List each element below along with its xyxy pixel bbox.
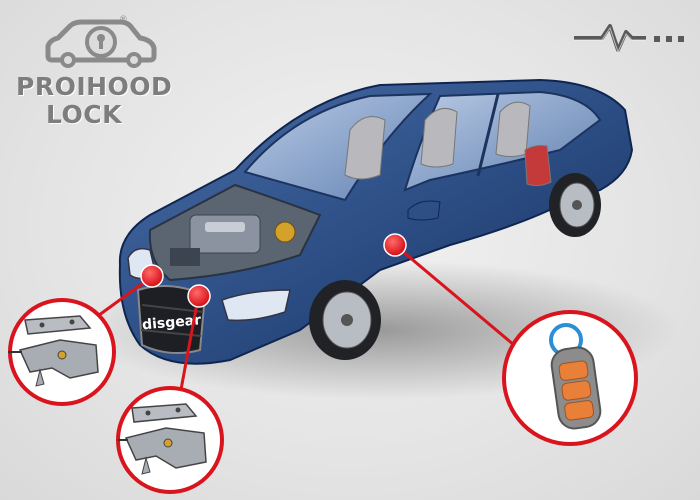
callout-line-hood-left — [94, 276, 151, 320]
registered-mark: ® — [120, 14, 127, 24]
callout-line-hood-right — [178, 297, 200, 396]
right-headlight — [221, 289, 291, 322]
front-wheel — [309, 280, 381, 360]
hood-lock-bracket-icon — [118, 403, 207, 475]
car-lock-logo-icon — [45, 19, 157, 68]
engine-bay — [148, 183, 322, 282]
callout-hood-right — [116, 386, 224, 494]
hotspot-hood-right — [187, 284, 211, 308]
brand-name-line2: LOCK — [46, 100, 123, 129]
hotspot-hood-left — [140, 264, 164, 288]
callout-line-key — [394, 243, 521, 352]
callout-remote-key — [502, 310, 638, 446]
grille-brand-label: disgear — [141, 312, 201, 333]
car-remote-key-icon — [549, 323, 602, 430]
brand-logo: ® PROIHOOD LOCK — [10, 14, 180, 129]
front-grille: disgear — [136, 285, 207, 355]
car-seats — [344, 101, 552, 187]
hotspot-key — [383, 233, 407, 257]
hood-lock-bracket-icon — [8, 315, 99, 387]
pulse-line-icon — [574, 24, 684, 54]
brand-name-line1: PROIHOOD — [16, 72, 173, 101]
callout-hood-left — [8, 298, 116, 406]
rear-wheel — [549, 173, 601, 237]
side-mirror — [407, 200, 441, 221]
